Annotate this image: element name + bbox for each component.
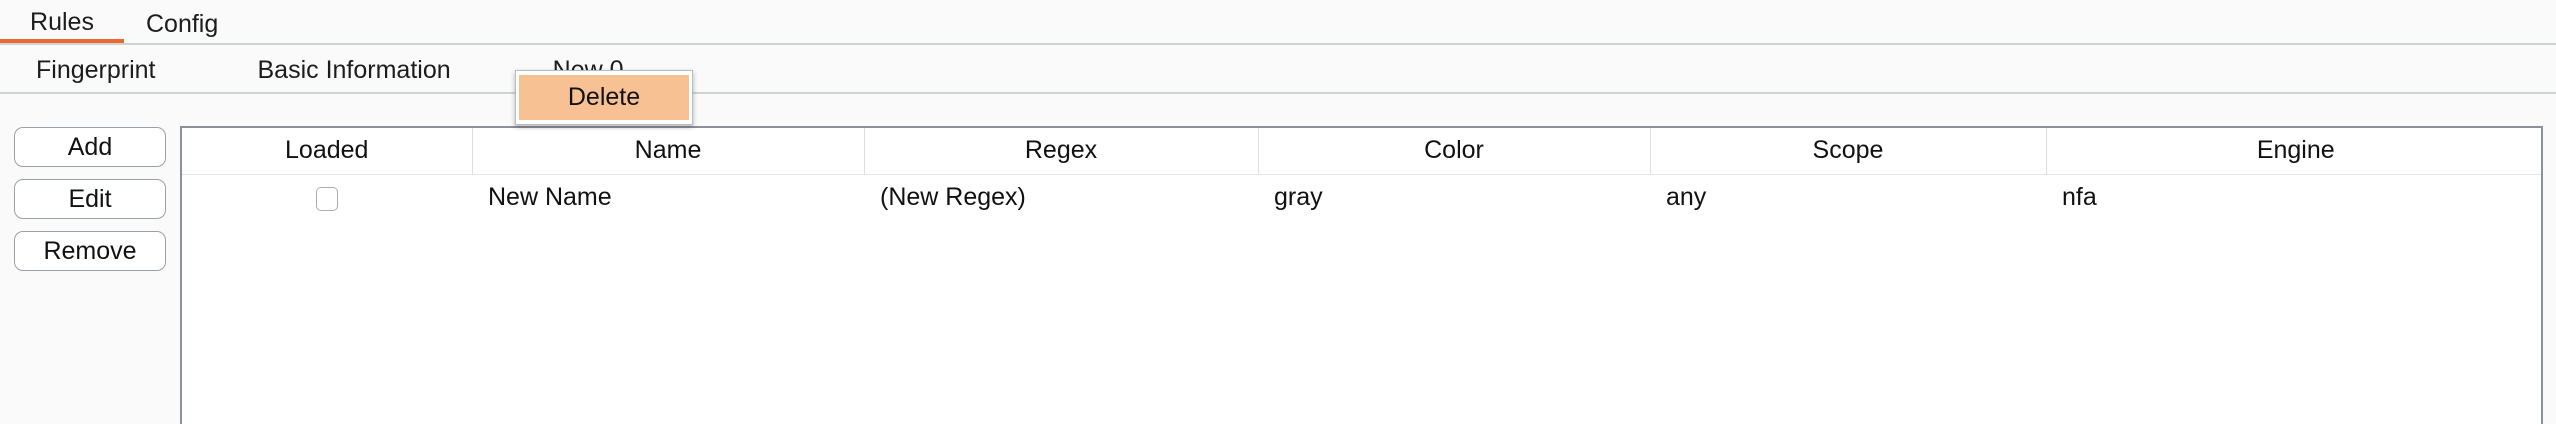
remove-button[interactable]: Remove bbox=[14, 231, 166, 271]
add-button[interactable]: Add bbox=[14, 127, 166, 167]
tab-fingerprint-active-indicator bbox=[14, 88, 178, 92]
primary-tab-baseline bbox=[0, 43, 2556, 45]
context-menu-item-delete-label: Delete bbox=[567, 83, 641, 111]
cell-loaded[interactable] bbox=[182, 174, 472, 221]
loaded-checkbox[interactable] bbox=[316, 186, 338, 211]
rule-actions-button-column: Add Edit Remove bbox=[14, 127, 166, 283]
edit-button[interactable]: Edit bbox=[14, 179, 166, 219]
cell-scope[interactable]: any bbox=[1650, 174, 2046, 221]
tab-basic-information-active-indicator bbox=[236, 88, 473, 92]
rules-table-container: Loaded Name Regex Color Scope Engine New… bbox=[180, 126, 2543, 424]
secondary-tab-baseline bbox=[0, 92, 2556, 94]
context-menu-item-delete[interactable]: Delete bbox=[519, 75, 689, 120]
cell-engine[interactable]: nfa bbox=[2046, 174, 2541, 221]
cell-color[interactable]: gray bbox=[1258, 174, 1650, 221]
tab-rules[interactable]: Rules bbox=[0, 0, 124, 45]
cell-regex[interactable]: (New Regex) bbox=[864, 174, 1258, 221]
tab-fingerprint-label: Fingerprint bbox=[36, 56, 156, 84]
column-header-regex[interactable]: Regex bbox=[864, 128, 1259, 175]
primary-tab-bar: Rules Config bbox=[0, 0, 2556, 45]
edit-button-label: Edit bbox=[68, 184, 112, 213]
tab-rules-label: Rules bbox=[30, 8, 94, 36]
tab-config[interactable]: Config bbox=[124, 0, 240, 45]
table-row[interactable]: New Name (New Regex) gray any nfa bbox=[182, 174, 2541, 221]
column-header-engine[interactable]: Engine bbox=[2046, 128, 2541, 175]
rules-table-body: New Name (New Regex) gray any nfa bbox=[182, 174, 2541, 221]
remove-button-label: Remove bbox=[43, 236, 137, 265]
add-button-label: Add bbox=[67, 132, 113, 161]
tab-basic-information-label: Basic Information bbox=[257, 56, 451, 84]
tab-context-menu[interactable]: Delete bbox=[515, 70, 693, 125]
column-header-scope[interactable]: Scope bbox=[1650, 128, 2047, 175]
tab-basic-information[interactable]: Basic Information bbox=[236, 45, 473, 94]
rules-table-header-row: Loaded Name Regex Color Scope Engine bbox=[182, 128, 2541, 175]
column-header-loaded[interactable]: Loaded bbox=[182, 128, 473, 175]
tab-rules-active-indicator bbox=[0, 39, 124, 43]
rules-table-empty-area bbox=[182, 221, 2541, 424]
rules-table: Loaded Name Regex Color Scope Engine New… bbox=[182, 128, 2541, 221]
tab-config-active-indicator bbox=[124, 39, 240, 43]
secondary-tab-bar: Fingerprint Basic Information New 0 bbox=[0, 45, 2556, 94]
column-header-color[interactable]: Color bbox=[1258, 128, 1651, 175]
tab-fingerprint[interactable]: Fingerprint bbox=[14, 45, 178, 94]
rules-table-head: Loaded Name Regex Color Scope Engine bbox=[182, 128, 2541, 175]
column-header-name[interactable]: Name bbox=[472, 128, 865, 175]
cell-name[interactable]: New Name bbox=[472, 174, 864, 221]
tab-config-label: Config bbox=[146, 10, 219, 38]
